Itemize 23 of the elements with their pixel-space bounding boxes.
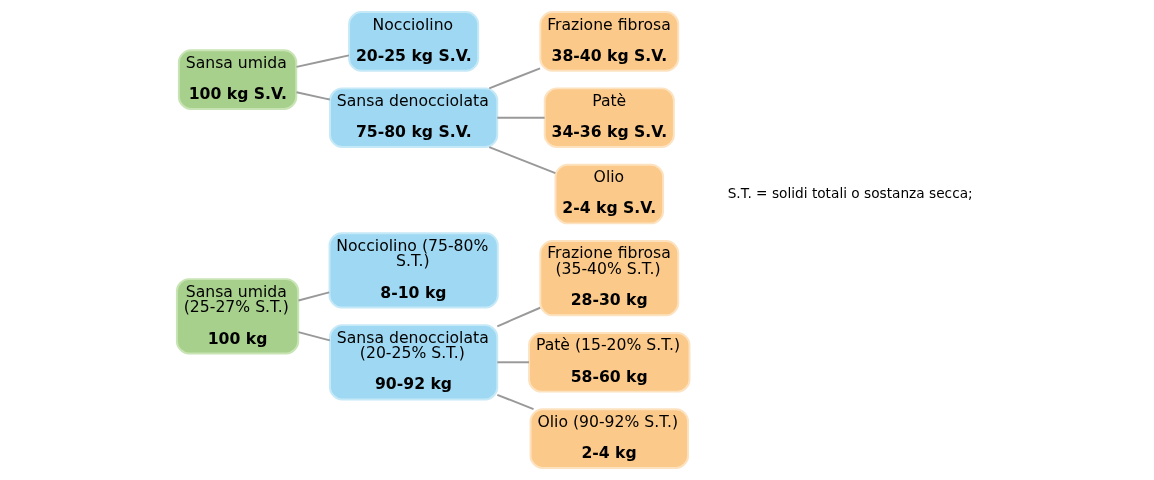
connector (295, 54, 350, 68)
node-box: Sansa denocciolata 75-80 kg S.V. (329, 87, 499, 149)
connector (297, 291, 331, 302)
node-box: Patè 34-36 kg S.V. (543, 87, 675, 149)
connector (496, 393, 535, 411)
node-box: Olio (90-92% S.T.) 2-4 kg (529, 408, 689, 469)
node-box: Patè (15-20% S.T.) 58-60 kg (528, 331, 691, 393)
node-box: Frazione fibrosa 38-40 kg S.V. (539, 11, 680, 72)
node-box: Nocciolino 20-25 kg S.V. (348, 11, 480, 72)
connector (496, 306, 542, 328)
connector (297, 331, 331, 342)
node-box: Olio 2-4 kg S.V. (554, 163, 665, 225)
node-box: Sansa umida 100 kg S.V. (177, 49, 298, 110)
connector (488, 146, 557, 175)
node-box: Sansa umida (25-27% S.T.) 100 kg (175, 278, 300, 355)
node-box: Sansa denocciolata (20-25% S.T.) 90-92 kg (329, 324, 499, 401)
connector (295, 91, 331, 101)
node-box: Frazione fibrosa (35-40% S.T.) 28-30 kg (539, 240, 680, 317)
label: S.T. = solidi totali o sostanza secca; (727, 184, 973, 201)
node-box: Nocciolino (75-80% S.T.) 8-10 kg (328, 232, 499, 309)
connector (496, 116, 546, 119)
connector (496, 361, 530, 364)
connector (488, 67, 542, 90)
